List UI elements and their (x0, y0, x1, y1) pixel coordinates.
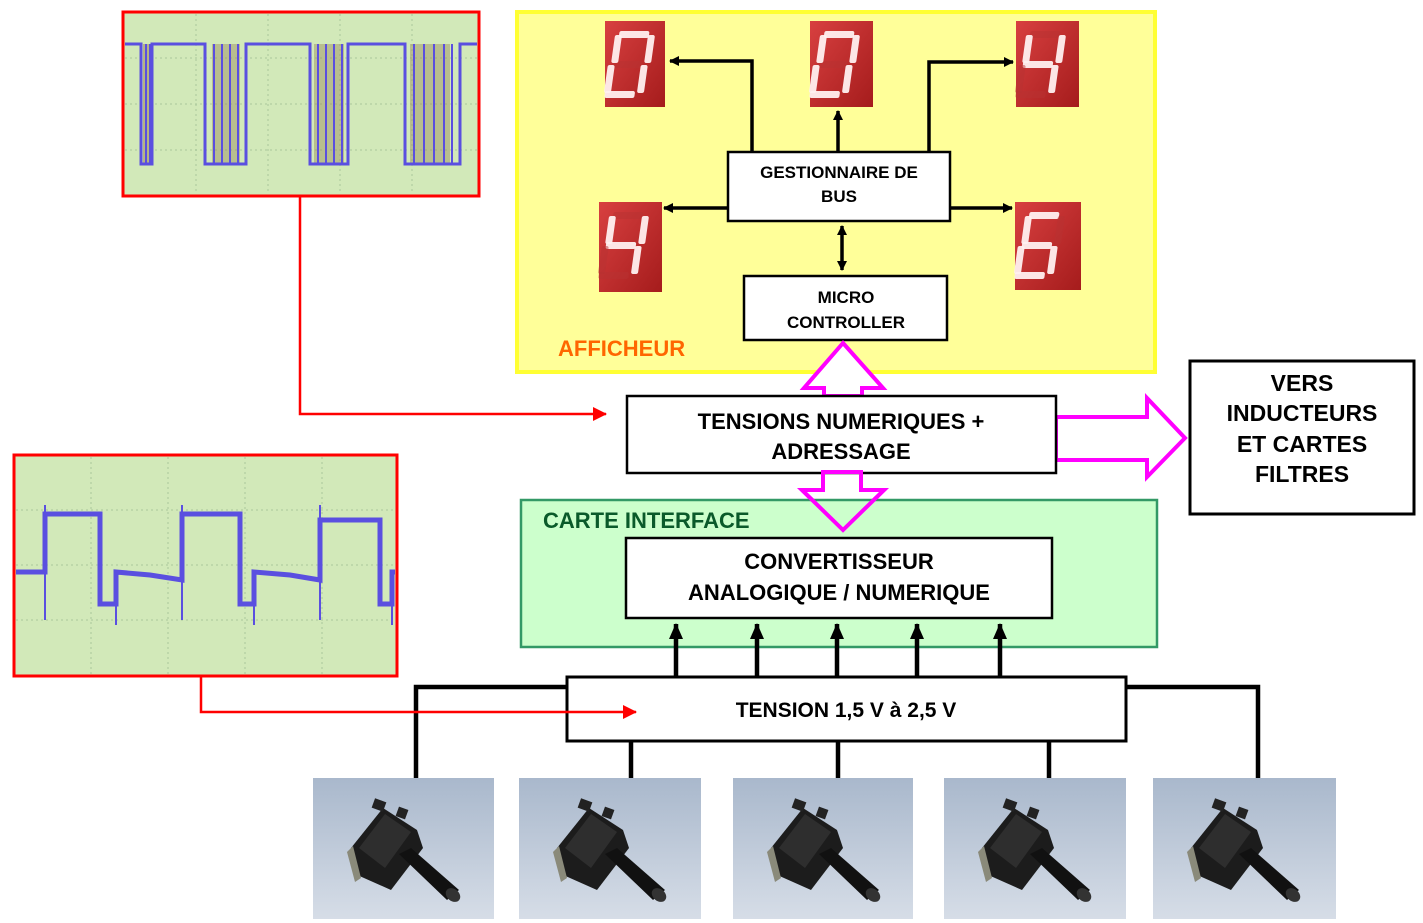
potentiometer-photo (313, 778, 494, 919)
potentiometer-photo (1153, 778, 1336, 919)
segment-a (612, 212, 644, 219)
segment-c (1047, 246, 1058, 274)
seven-segment-digit-icon (1015, 21, 1079, 107)
segment-a (823, 31, 855, 38)
segment-g (1021, 242, 1053, 249)
segment-d (809, 91, 840, 98)
micro-controller-line-2: CONTROLLER (787, 313, 905, 332)
digit-mid-right: 6 (1014, 202, 1081, 290)
segment-f (1022, 35, 1033, 63)
converter-line-1: CONVERTISSEUR (744, 549, 934, 574)
oscilloscope-bottom (12, 453, 399, 678)
oscilloscope-top (121, 10, 481, 198)
segment-b (638, 216, 649, 244)
potentiometer-wires (413, 684, 1261, 781)
potentiometer-photo (519, 778, 701, 919)
bus-manager-line-2: BUS (821, 187, 857, 206)
tensions-line-1: TENSIONS NUMERIQUES + (698, 409, 985, 434)
segment-a (1028, 212, 1060, 219)
digit-top-center: 0 (809, 21, 873, 107)
afficheur-label: AFFICHEUR (558, 336, 685, 361)
segment-d (598, 272, 629, 279)
tensions-line-2: ADRESSAGE (771, 439, 910, 464)
segment-f (611, 35, 622, 63)
segment-b (644, 35, 655, 63)
segment-f (605, 216, 616, 244)
oscilloscope-digital-trace-icon (125, 14, 477, 194)
micro-controller-line-1: MICRO (818, 288, 875, 307)
digit-top-left: 0 (604, 21, 665, 107)
digit-top-right: 4 (1015, 21, 1079, 107)
converter-box (624, 536, 1054, 620)
potentiometer-photo (944, 778, 1126, 919)
segment-b (1054, 216, 1065, 244)
converter-input-arrows (669, 623, 1007, 676)
vers-line-1: VERS (1271, 370, 1334, 396)
segment-c (637, 65, 648, 93)
potentiometer-row (313, 778, 1336, 919)
vers-inducteurs-box (1188, 359, 1416, 516)
segment-d (1014, 272, 1045, 279)
tensions-numeriques-box (625, 394, 1058, 475)
converter-line-2: ANALOGIQUE / NUMERIQUE (688, 580, 990, 605)
vers-line-3: ET CARTES (1237, 431, 1367, 457)
tension-input-label: TENSION 1,5 V à 2,5 V (736, 699, 957, 722)
segment-c (631, 246, 642, 274)
potentiometer-photo (733, 778, 913, 919)
vers-line-4: FILTRES (1255, 461, 1349, 487)
segment-g (816, 61, 848, 68)
segment-a (1029, 31, 1061, 38)
segment-c (1048, 65, 1059, 93)
carte-interface-label: CARTE INTERFACE (543, 508, 750, 533)
segment-e (809, 65, 820, 93)
segment-b (849, 35, 860, 63)
potentiometer-icon (347, 798, 461, 902)
bus-manager-box (726, 150, 952, 223)
potentiometer-icon (767, 798, 881, 902)
potentiometer-icon (553, 798, 667, 902)
segment-d (604, 91, 635, 98)
micro-controller-box (742, 274, 949, 342)
segment-e (604, 65, 615, 93)
segment-g (611, 61, 643, 68)
potentiometer-icon (978, 798, 1092, 902)
bus-manager-line-1: GESTIONNAIRE DE (760, 163, 918, 182)
digit-mid-left: 4 (598, 202, 662, 292)
bus-arrow-right (1054, 392, 1188, 482)
oscilloscope-square-wave-icon (16, 457, 395, 674)
signal-wire-bottom (199, 676, 637, 719)
segment-g (1022, 61, 1054, 68)
afficheur-bus-arrows (663, 56, 1014, 271)
bus-arrow-down-tip (797, 470, 889, 533)
segment-g (605, 242, 637, 249)
segment-f (816, 35, 827, 63)
segment-f (1021, 216, 1032, 244)
signal-wire-top (298, 196, 607, 421)
segment-e (1015, 65, 1026, 93)
segment-e (1014, 246, 1025, 274)
vers-line-2: INDUCTEURS (1227, 400, 1378, 426)
seven-segment-digit-icon (598, 202, 662, 292)
seven-segment-digit-icon (604, 21, 665, 107)
tension-input-box (565, 675, 1128, 743)
seven-segment-digit-icon (809, 21, 873, 107)
segment-c (842, 65, 853, 93)
segment-d (1015, 91, 1046, 98)
potentiometer-icon (1187, 798, 1301, 902)
seven-segment-digit-icon (1014, 202, 1081, 290)
segment-e (598, 246, 609, 274)
segment-b (1055, 35, 1066, 63)
segment-a (618, 31, 650, 38)
